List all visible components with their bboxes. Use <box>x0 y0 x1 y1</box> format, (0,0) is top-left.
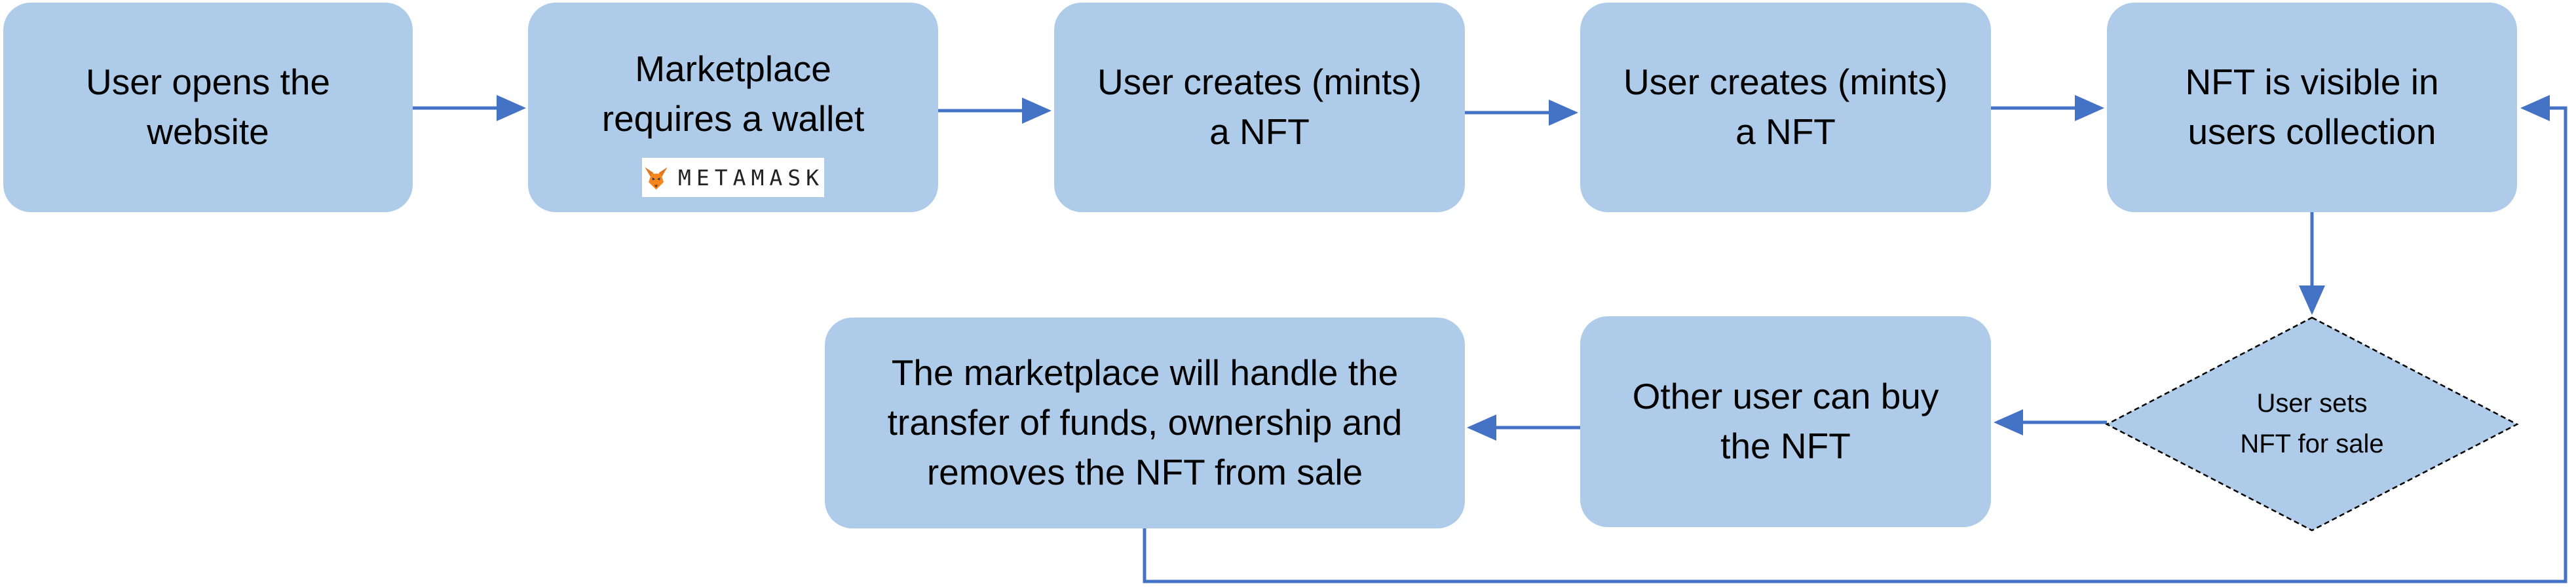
step-other-user-buy: Other user can buy the NFT <box>1580 316 1991 527</box>
step-mint-nft-2-label: User creates (mints) a NFT <box>1623 62 1948 152</box>
step-mint-nft-2: User creates (mints) a NFT <box>1580 3 1991 212</box>
metamask-fox-icon <box>645 167 668 190</box>
step-open-website: User opens the website <box>3 3 413 212</box>
step-open-website-label: User opens the website <box>86 62 330 152</box>
decision-set-for-sale-label: User sets NFT for sale <box>2240 389 2384 458</box>
metamask-wordmark: METAMASK <box>678 164 824 191</box>
step-nft-visible-label: NFT is visible in users collection <box>2185 62 2439 152</box>
step-mint-nft-label: User creates (mints) a NFT <box>1097 62 1422 152</box>
step-marketplace-transfer-label: The marketplace will handle the transfer… <box>887 352 1403 492</box>
arrow-transfer-loop-to-visible <box>1143 95 2567 583</box>
step-other-user-buy-label: Other user can buy the NFT <box>1632 376 1939 466</box>
step-nft-visible: NFT is visible in users collection <box>2107 3 2517 212</box>
step-require-wallet-label: Marketplace requires a wallet <box>601 48 865 139</box>
step-mint-nft: User creates (mints) a NFT <box>1054 3 1465 212</box>
metamask-logo: METAMASK <box>642 158 824 197</box>
decision-diamond <box>2105 316 2519 532</box>
step-marketplace-transfer: The marketplace will handle the transfer… <box>825 318 1465 528</box>
